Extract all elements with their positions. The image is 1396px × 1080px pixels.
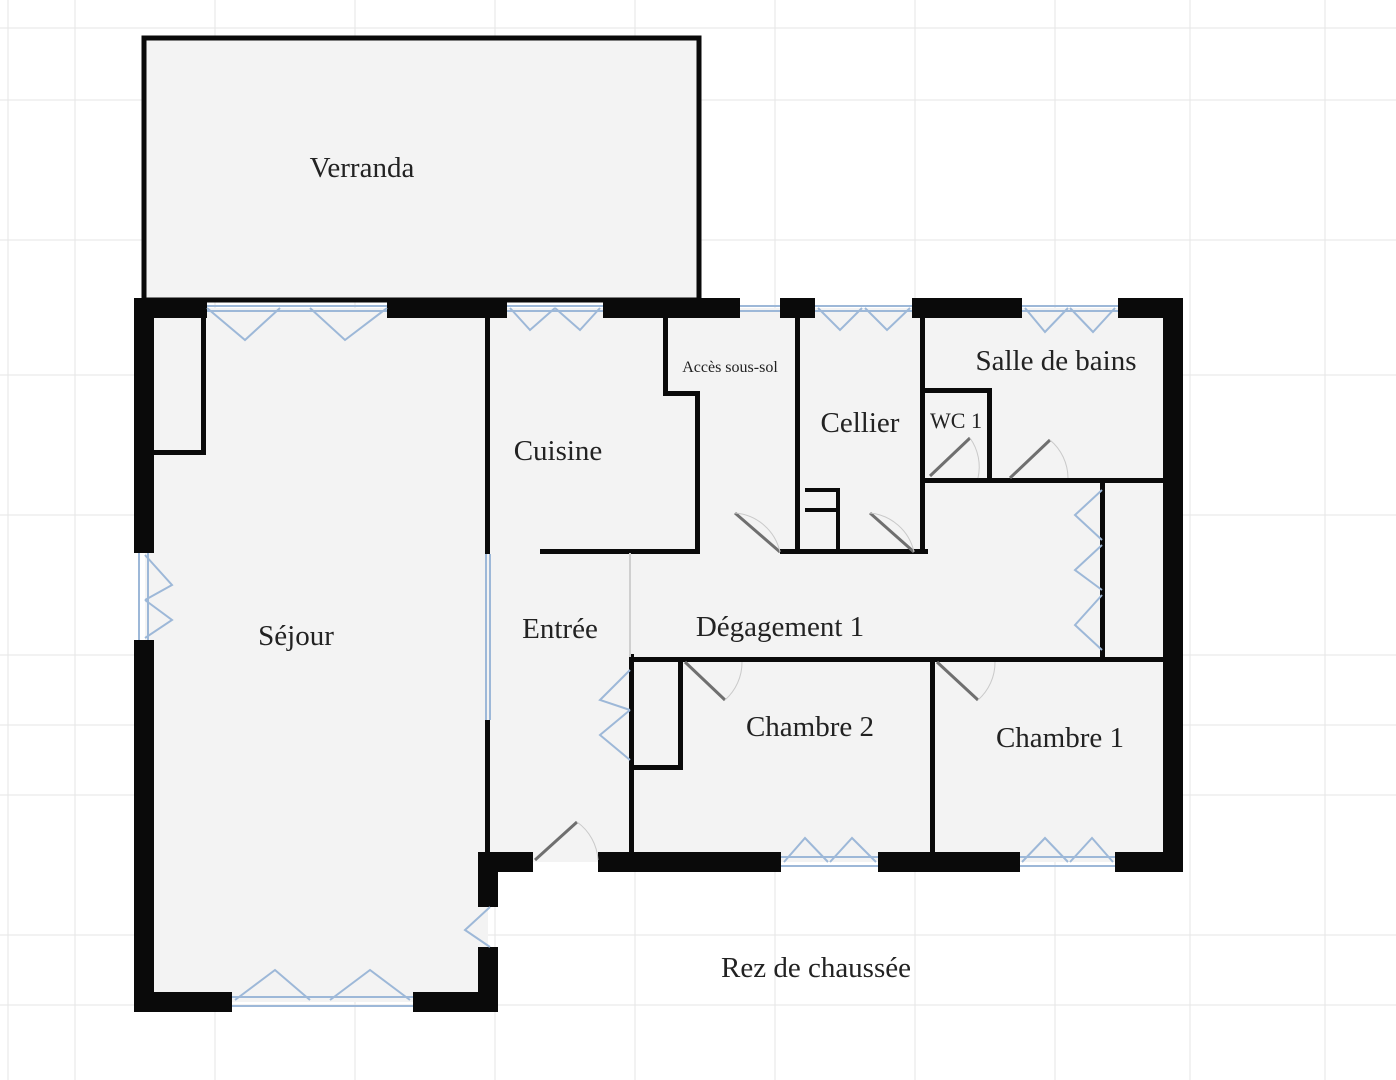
- level-label: Rez de chaussée: [721, 952, 911, 984]
- room-label-verranda: Verranda: [310, 152, 415, 184]
- room-label-cuisine: Cuisine: [514, 435, 603, 467]
- interior-walls: [150, 308, 1165, 862]
- door-arcs: [576, 437, 1069, 861]
- room-label-chambre-1: Chambre 1: [996, 722, 1124, 754]
- floor-areas: [145, 38, 1172, 1002]
- room-label-degagement: Dégagement 1: [696, 611, 864, 643]
- doors: [533, 436, 1052, 862]
- room-label-sejour: Séjour: [258, 620, 334, 652]
- room-label-wc: WC 1: [930, 408, 982, 433]
- room-label-cellier: Cellier: [821, 407, 900, 439]
- room-label-acces-sous-sol: Accès sous-sol: [682, 359, 778, 376]
- windows: [138, 305, 1118, 1007]
- room-label-entree: Entrée: [522, 613, 598, 645]
- exterior-walls: [134, 298, 1183, 1012]
- room-label-salle-de-bains: Salle de bains: [975, 345, 1136, 377]
- room-label-chambre-2: Chambre 2: [746, 711, 874, 743]
